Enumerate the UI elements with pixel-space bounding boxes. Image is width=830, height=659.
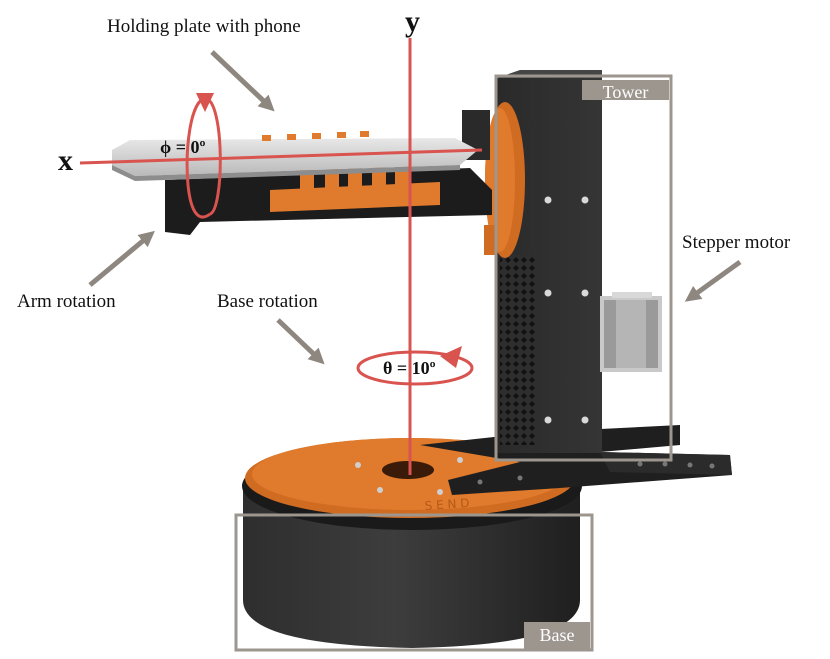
y-axis-label: y	[405, 5, 420, 38]
tower-tag: Tower	[582, 80, 669, 102]
arm-rotation-arrow	[185, 96, 222, 219]
svg-text:S E N D: S E N D	[424, 496, 470, 513]
arm-rotation-arrowhead	[196, 93, 214, 112]
arm-rotation-label: Arm rotation	[17, 291, 116, 312]
theta-angle-label: θ = 10º	[383, 358, 436, 378]
base-rotation-label: Base rotation	[217, 291, 318, 312]
x-axis-label: x	[58, 144, 73, 177]
holding-plate-label: Holding plate with phone	[107, 16, 301, 37]
x-axis-line	[79, 148, 483, 165]
base-rotation-arrow	[356, 350, 474, 386]
base-rotation-arrowhead	[440, 346, 462, 368]
base-tag: Base	[524, 622, 590, 649]
stepper-motor-arrow	[684, 259, 742, 302]
base-rotation-callout-arrow	[276, 318, 325, 365]
stepper-motor-label: Stepper motor	[682, 232, 791, 253]
phi-angle-label: ϕ = 0º	[160, 137, 206, 157]
stepper-motor-body	[600, 292, 662, 372]
arm-rotation-callout-arrow	[88, 230, 155, 287]
holding-plate-arrow	[210, 50, 275, 112]
base-highlight-box	[234, 513, 594, 652]
tower-highlight-box	[494, 74, 673, 462]
